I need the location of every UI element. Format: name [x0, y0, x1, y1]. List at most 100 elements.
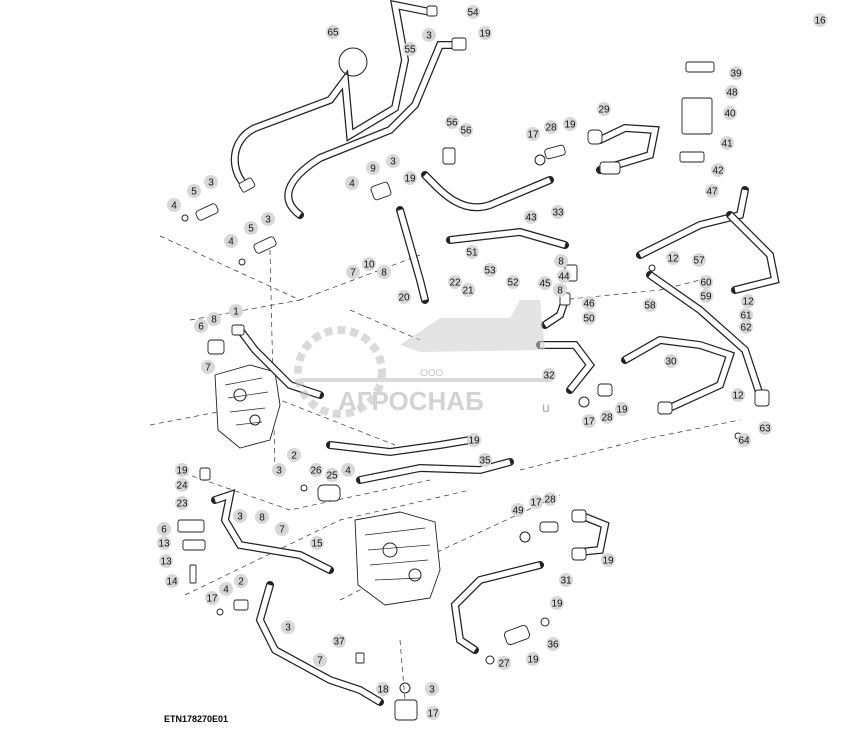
callout-number: 8 [211, 315, 217, 326]
callout-number: 7 [317, 656, 323, 667]
callout-1: 1 [229, 304, 243, 318]
callout-number: 48 [726, 88, 738, 99]
callout-14: 14 [165, 574, 179, 588]
callout-number: 6 [161, 525, 167, 536]
callout-badge [310, 536, 324, 550]
callout-13: 13 [157, 536, 171, 550]
callout-number: 19 [564, 120, 576, 131]
callout-number: 44 [558, 272, 570, 283]
callout-badge [526, 652, 540, 666]
callout-42: 42 [711, 163, 725, 177]
callout-3: 3 [233, 509, 247, 523]
callout-number: 3 [390, 157, 396, 168]
callout-50: 50 [582, 311, 596, 325]
callout-number: 12 [742, 297, 754, 308]
callout-badge [332, 634, 346, 648]
callout-badge [550, 596, 564, 610]
callout-number: 39 [730, 69, 742, 80]
callout-number: 7 [350, 268, 356, 279]
callout-number: 13 [158, 539, 170, 550]
callout-badge [597, 102, 611, 116]
callout-number: 7 [279, 525, 285, 536]
callout-badge [426, 706, 440, 720]
callout-badge [813, 13, 827, 27]
callout-badge [723, 106, 737, 120]
callout-badge [175, 496, 189, 510]
hoses [211, 0, 780, 706]
callout-21: 21 [461, 283, 475, 297]
callout-badge [345, 176, 359, 190]
callout-58: 58 [643, 298, 657, 312]
callout-17: 17 [205, 591, 219, 605]
callout-19: 19 [175, 463, 189, 477]
callout-number: 18 [377, 685, 389, 696]
callout-badge [275, 522, 289, 536]
callout-17: 17 [582, 414, 596, 428]
callout-number: 19 [176, 466, 188, 477]
callout-19: 19 [563, 117, 577, 131]
callout-54: 54 [466, 5, 480, 19]
callout-badge [739, 320, 753, 334]
callout-10: 10 [362, 257, 376, 271]
callout-6: 6 [194, 319, 208, 333]
callout-number: 17 [427, 709, 439, 720]
callout-number: 33 [552, 208, 564, 219]
callout-badge [601, 553, 615, 567]
callout-number: 12 [667, 254, 679, 265]
callout-badge [229, 304, 243, 318]
callout-badge [524, 210, 538, 224]
callout-number: 9 [370, 164, 376, 175]
callout-number: 30 [665, 357, 677, 368]
callout-26: 26 [309, 463, 323, 477]
callout-36: 36 [546, 637, 560, 651]
callout-24: 24 [175, 478, 189, 492]
callout-badge [551, 205, 565, 219]
callout-badge [729, 66, 743, 80]
callout-number: 19 [479, 29, 491, 40]
callout-number: 58 [644, 301, 656, 312]
callout-number: 19 [527, 655, 539, 666]
callout-badge [692, 253, 706, 267]
callout-28: 28 [600, 410, 614, 424]
callout-badge [461, 283, 475, 297]
callout-number: 51 [466, 248, 478, 259]
callout-30: 30 [664, 354, 678, 368]
callout-badge [526, 127, 540, 141]
callout-badge [739, 308, 753, 322]
callout-number: 19 [616, 405, 628, 416]
callout-17: 17 [529, 495, 543, 509]
callout-badge [194, 319, 208, 333]
watermark-logo: ООО АГРОСНАБ u [294, 300, 550, 418]
callout-number: 55 [404, 45, 416, 56]
callout-number: 17 [206, 594, 218, 605]
callout-8: 8 [207, 312, 221, 326]
callout-number: 28 [544, 495, 556, 506]
callout-28: 28 [544, 120, 558, 134]
callout-9: 9 [366, 161, 380, 175]
callout-4: 4 [224, 234, 238, 248]
callout-7: 7 [346, 265, 360, 279]
callout-number: 3 [237, 512, 243, 523]
callout-badge [725, 85, 739, 99]
watermark-suffix: u [542, 399, 550, 415]
callout-19: 19 [467, 433, 481, 447]
callout-19: 19 [403, 171, 417, 185]
callout-number: 19 [602, 556, 614, 567]
callout-3: 3 [281, 620, 295, 634]
callout-badge [445, 115, 459, 129]
callout-number: 24 [176, 481, 188, 492]
callout-number: 10 [363, 260, 375, 271]
callout-31: 31 [559, 573, 573, 587]
callout-badge [287, 448, 301, 462]
callout-badge [346, 265, 360, 279]
callout-number: 4 [228, 237, 234, 248]
callout-40: 40 [723, 106, 737, 120]
callout-badge [511, 503, 525, 517]
figure-id: ETN178270E01 [164, 714, 228, 724]
callout-number: 61 [740, 311, 752, 322]
callout-badge [281, 620, 295, 634]
callout-number: 13 [160, 557, 172, 568]
callout-badge [582, 296, 596, 310]
callout-badge [543, 492, 557, 506]
callout-badge [731, 388, 745, 402]
